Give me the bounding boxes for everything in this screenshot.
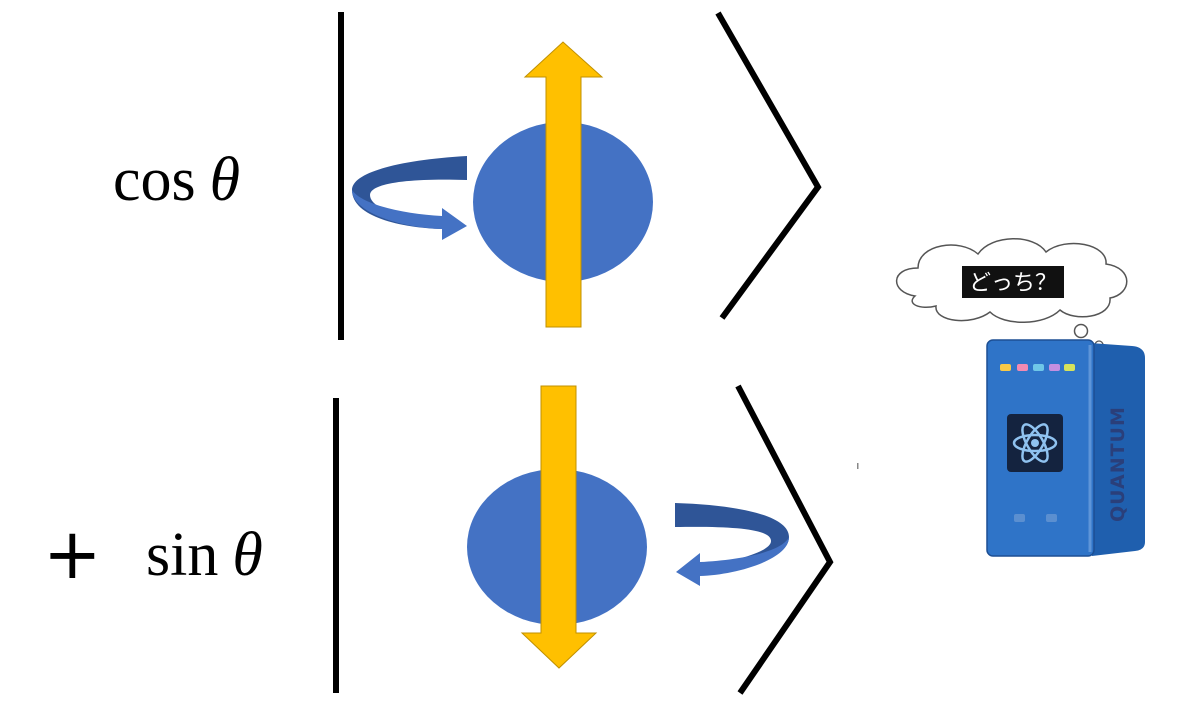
rotation-arrow-top <box>352 156 467 240</box>
indicator-lights <box>1000 364 1075 371</box>
quantum-label: QUANTUM <box>1107 406 1129 522</box>
status-light-right <box>1046 514 1057 522</box>
plus-operator: + <box>43 513 102 595</box>
computer-body: QUANTUM <box>986 339 1145 557</box>
stray-mark <box>857 463 859 469</box>
thought-bubble-dot-large <box>1073 323 1089 339</box>
thought-cloud: どっち？ <box>895 238 1128 359</box>
quantum-computer-illustration: どっち？ <box>895 238 1145 557</box>
thought-text: どっち？ <box>969 271 1057 296</box>
rotation-arrow-bottom <box>675 503 789 586</box>
thought-text-background <box>962 266 1064 298</box>
ket-angle-top <box>715 11 822 320</box>
atom-icon <box>1007 414 1063 472</box>
ket-angle-bottom <box>735 384 834 695</box>
spin-up-arrow <box>523 41 604 328</box>
status-light-left <box>1014 514 1025 522</box>
spin-down-arrow <box>520 385 598 669</box>
